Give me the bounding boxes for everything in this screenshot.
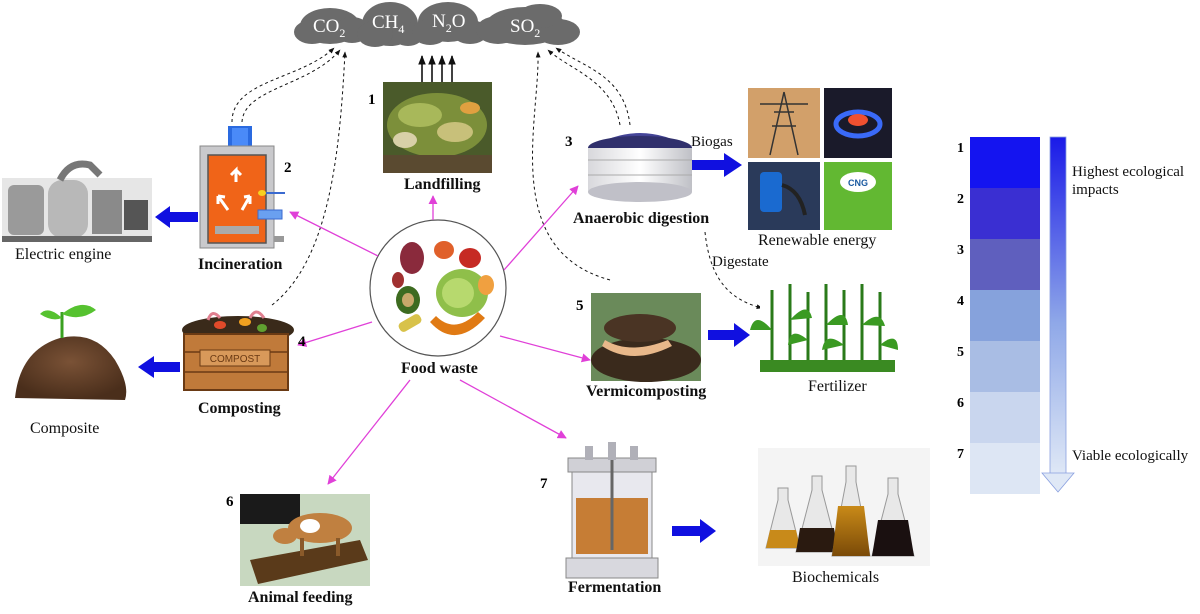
cloud-n2o (412, 2, 488, 45)
svg-text:COMPOST: COMPOST (210, 354, 261, 365)
label-animal-feeding: Animal feeding (248, 589, 353, 606)
gas-ch4: CH4 (372, 12, 404, 36)
arrow-to-composite (138, 356, 180, 378)
method-number-6: 6 (226, 494, 234, 510)
cloud-co2 (294, 8, 370, 44)
scale-arrow (1041, 136, 1075, 493)
arrow-to-engine (155, 206, 198, 228)
scale-number-2: 2 (957, 192, 964, 207)
label-composting: Composting (198, 400, 281, 417)
animal-feeding-image (240, 494, 370, 586)
biochemicals-image (758, 448, 930, 566)
gas-clouds (294, 2, 580, 47)
scale-number-7: 7 (957, 447, 964, 462)
gas-n2o: N2O (432, 11, 465, 35)
vermicompost-image (591, 293, 701, 382)
landfill-emission-arrows (418, 55, 456, 84)
scale-number-3: 3 (957, 243, 964, 258)
scale-number-5: 5 (957, 345, 964, 360)
cloud-so2 (476, 4, 580, 45)
blue-block-arrows (138, 153, 750, 543)
scale-level-3 (970, 239, 1040, 290)
food-waste-circle (369, 219, 507, 357)
label-digestate: Digestate (712, 254, 769, 270)
incinerator-image (199, 126, 285, 249)
scale-level-5 (970, 341, 1040, 392)
label-vermicomposting: Vermicomposting (586, 383, 707, 400)
fertilizer-image (750, 280, 898, 372)
fermenter-image (565, 442, 659, 579)
scale-number-1: 1 (957, 141, 964, 156)
electric-engine-image (2, 160, 152, 242)
label-incineration: Incineration (198, 256, 283, 273)
arrow-to-biochemicals (672, 519, 716, 543)
label-anaerobic-digestion: Anaerobic digestion (573, 210, 710, 227)
scale-level-4 (970, 290, 1040, 341)
composter-image: COMPOST (182, 310, 294, 391)
gas-co2: CO2 (313, 16, 345, 40)
label-composite: Composite (30, 420, 100, 437)
cng-logo-text: CNG (848, 178, 868, 188)
scale-top-label-line1: Highest ecological (1072, 164, 1185, 180)
label-electric-engine: Electric engine (15, 246, 112, 263)
scale-level-1 (970, 137, 1040, 188)
arrow-to-fertilizer (708, 323, 750, 347)
label-biochemicals: Biochemicals (792, 569, 880, 586)
gas-so2: SO2 (510, 16, 540, 40)
label-biogas: Biogas (691, 134, 733, 150)
method-number-2: 2 (284, 160, 292, 176)
scale-top-label-line2: impacts (1072, 182, 1119, 198)
digester-image (588, 133, 692, 202)
scale-level-7 (970, 443, 1040, 494)
method-number-4: 4 (298, 334, 306, 350)
method-number-7: 7 (540, 476, 548, 492)
method-number-5: 5 (576, 298, 584, 314)
label-food-waste: Food waste (401, 360, 478, 377)
method-number-1: 1 (368, 92, 376, 108)
scale-level-2 (970, 188, 1040, 239)
scale-number-6: 6 (957, 396, 964, 411)
scale-level-6 (970, 392, 1040, 443)
pink-arrows (289, 185, 591, 485)
arrow-to-energy (690, 153, 742, 177)
label-renewable-energy: Renewable energy (758, 232, 877, 249)
label-landfilling: Landfilling (404, 176, 481, 193)
label-fermentation: Fermentation (568, 579, 662, 596)
scale-number-4: 4 (957, 294, 964, 309)
label-fertilizer: Fertilizer (808, 378, 867, 395)
composite-image (15, 304, 127, 400)
renewable-energy-images: CNG (748, 88, 892, 230)
dashed-emission-lines (231, 47, 763, 310)
scale-bottom-label: Viable ecologically (1072, 448, 1189, 464)
method-number-3: 3 (565, 134, 573, 150)
ecological-impact-scale (970, 137, 1040, 494)
landfill-image (383, 82, 492, 173)
